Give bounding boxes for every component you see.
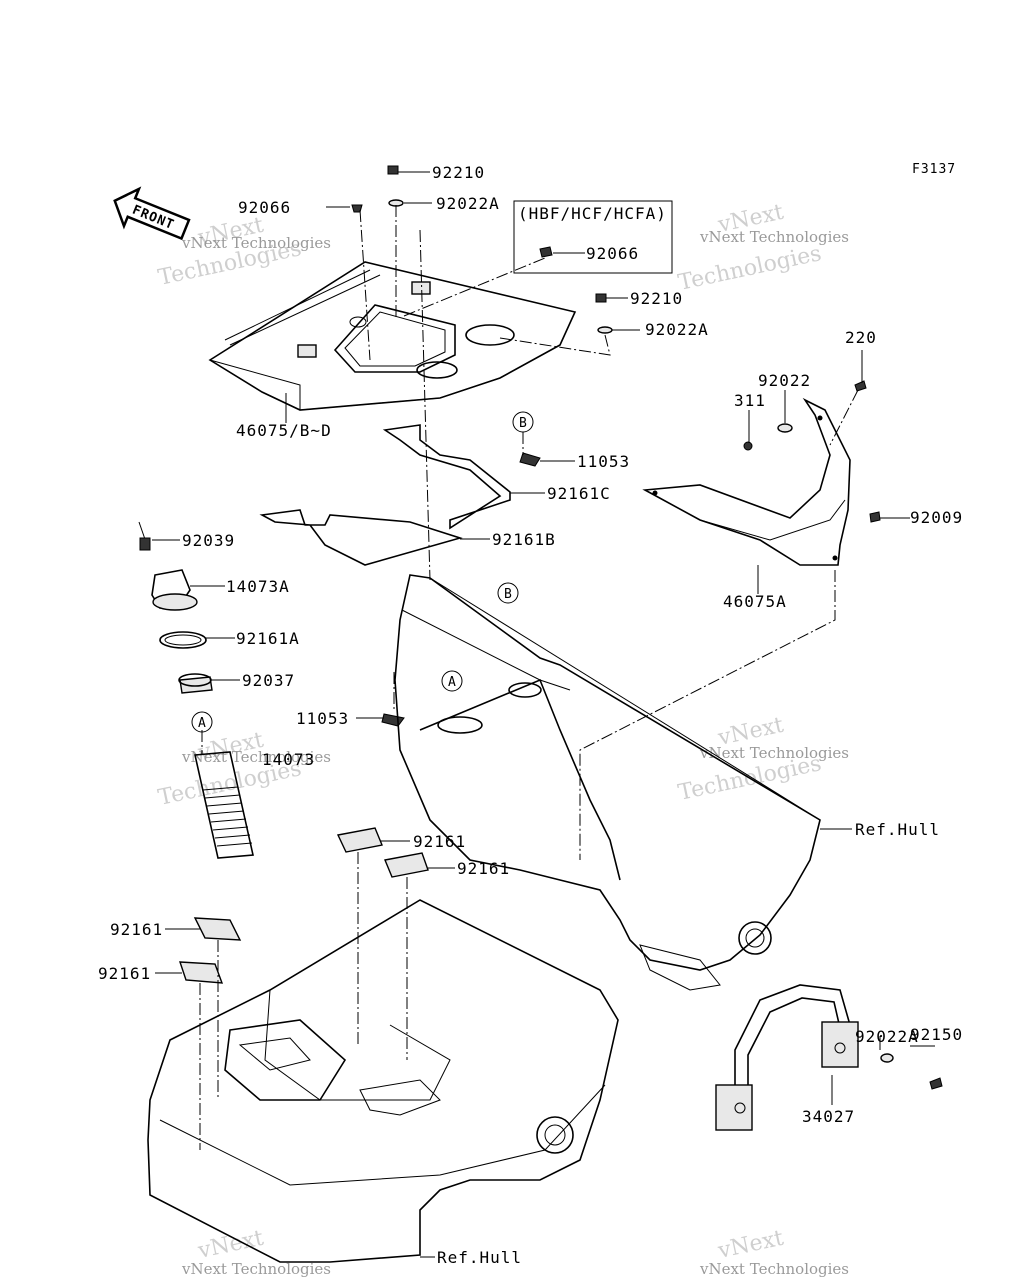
part-220: 220 xyxy=(845,328,877,347)
part-92066-box: 92066 xyxy=(586,244,639,263)
part-92210-top: 92210 xyxy=(432,163,485,182)
watermark-main: vNext xyxy=(715,1226,786,1264)
variant-box xyxy=(513,200,673,274)
watermark-caption: vNext Technologies xyxy=(181,234,331,252)
lower-hull xyxy=(147,899,619,1263)
part-92037: 92037 xyxy=(242,671,295,690)
part-92161c: 92161C xyxy=(547,484,611,503)
upper-hull: A B B xyxy=(394,411,821,991)
part-92161a: 92161A xyxy=(236,629,300,648)
part-14073: 14073 xyxy=(262,750,315,769)
part-92161-c: 92161 xyxy=(110,920,163,939)
part-92039: 92039 xyxy=(182,531,235,550)
part-11053-upper: 11053 xyxy=(577,452,630,471)
decal-92161-3 xyxy=(193,917,242,941)
decal-92161-2 xyxy=(384,852,429,878)
front-arrow-icon: FRONT xyxy=(113,186,191,241)
decal-92161-4 xyxy=(179,961,224,984)
ref-hull-bottom: Ref.Hull xyxy=(437,1248,522,1267)
part-92022a-top: 92022A xyxy=(436,194,500,213)
filler-assembly: A xyxy=(138,521,254,859)
part-46075-bd: 46075/B~D xyxy=(236,421,332,440)
part-92009: 92009 xyxy=(910,508,963,527)
watermark-main: vNext xyxy=(195,1226,266,1264)
part-34027: 34027 xyxy=(802,1107,855,1126)
part-92022: 92022 xyxy=(758,371,811,390)
part-46075a: 46075A xyxy=(723,592,787,611)
callout-a-label: A xyxy=(198,716,207,731)
part-14073a: 14073A xyxy=(226,577,290,596)
front-cover xyxy=(642,397,851,566)
callout-a-hull-label: A xyxy=(448,675,457,690)
callout-b-hull-label: B xyxy=(504,587,513,602)
part-92066-left: 92066 xyxy=(238,198,291,217)
filler-hose-ribs xyxy=(202,786,253,847)
callout-b-tray-label: B xyxy=(519,416,528,431)
part-92161-d: 92161 xyxy=(98,964,151,983)
storage-tray xyxy=(208,261,577,411)
gasket-92161b xyxy=(259,509,463,566)
part-92161-b: 92161 xyxy=(457,859,510,878)
gasket-92161c xyxy=(382,424,511,530)
part-labels: 92210 92022A 92066 92066 92210 92022A 46… xyxy=(98,163,963,1267)
part-92161-a: 92161 xyxy=(413,832,466,851)
watermark-caption: vNext Technologies xyxy=(181,1260,331,1278)
decal-92161-1 xyxy=(336,827,383,853)
part-92150: 92150 xyxy=(910,1025,963,1044)
part-11053-lower: 11053 xyxy=(296,709,349,728)
watermark-sub: Technologies xyxy=(676,241,824,296)
part-92210-mid: 92210 xyxy=(630,289,683,308)
watermark-caption: vNext Technologies xyxy=(699,744,849,762)
boarding-handle xyxy=(715,984,859,1131)
part-92022a-low: 92022A xyxy=(855,1027,919,1046)
variant-box-label: (HBF/HCF/HCFA) xyxy=(518,204,667,223)
leader-lines xyxy=(152,171,935,1258)
part-92022a-mid: 92022A xyxy=(645,320,709,339)
ref-hull-right: Ref.Hull xyxy=(855,820,940,839)
watermark-caption: vNext Technologies xyxy=(699,1260,849,1278)
figure-code: F3137 xyxy=(912,162,956,177)
part-92161b: 92161B xyxy=(492,530,556,549)
part-311: 311 xyxy=(734,391,766,410)
watermark-caption: vNext Technologies xyxy=(699,228,849,246)
